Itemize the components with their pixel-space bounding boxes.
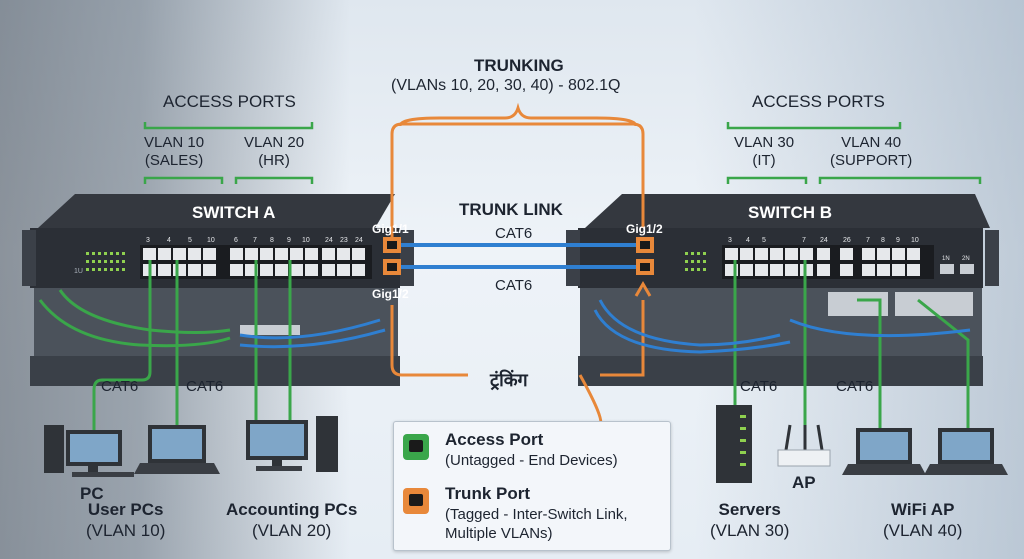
trunking-subtitle: (VLANs 10, 20, 30, 40) - 802.1Q xyxy=(391,77,621,94)
pc-device xyxy=(44,425,134,477)
sfp-label: 2N xyxy=(962,256,970,262)
ap-device xyxy=(777,424,831,467)
port-label: 5 xyxy=(188,237,192,244)
ap-label: AP xyxy=(792,473,816,492)
cat6-label-pc: CAT6 xyxy=(101,378,139,395)
cat6-label-trunk-2: CAT6 xyxy=(495,277,533,294)
port-label: 3 xyxy=(146,237,150,244)
legend-access-title: Access Port xyxy=(445,430,544,449)
accounting-pcs-label: Accounting PCs(VLAN 20) xyxy=(226,500,358,540)
sfp-label: 1N xyxy=(942,256,950,262)
port-label: 7 xyxy=(802,237,806,244)
legend: Access Port (Untagged - End Devices) Tru… xyxy=(393,421,671,551)
cat6-label-servers: CAT6 xyxy=(740,378,778,395)
port-label: 10 xyxy=(207,237,215,244)
port-label: 24 xyxy=(820,237,828,244)
trunking-path xyxy=(390,122,652,427)
access-brackets xyxy=(143,122,982,184)
port-label: 8 xyxy=(881,237,885,244)
switch-b-access-ports-label: ACCESS PORTS xyxy=(752,92,885,111)
legend-trunk-desc2: Multiple VLANs) xyxy=(445,525,553,542)
port-label: 6 xyxy=(234,237,238,244)
port-label: 4 xyxy=(167,237,171,244)
cat6-label-user-pc: CAT6 xyxy=(186,378,224,395)
port-label: 23 xyxy=(340,237,348,244)
port-label: 5 xyxy=(762,237,766,244)
trunk-link-cables xyxy=(401,243,636,269)
wifi-laptop-2 xyxy=(924,428,1008,475)
port-label: 7 xyxy=(866,237,870,244)
legend-trunk-title: Trunk Port xyxy=(445,484,531,503)
server-device xyxy=(716,405,752,483)
cat6-label-trunk-1: CAT6 xyxy=(495,225,533,242)
port-label: 10 xyxy=(302,237,310,244)
servers-label: Servers(VLAN 30) xyxy=(710,500,790,540)
user-pcs-label: User PCs(VLAN 10) xyxy=(86,500,166,540)
switch-b-title: SWITCH B xyxy=(748,203,833,222)
switch-a-gig1-1-label: Gig1/1 xyxy=(372,222,409,236)
port-label: 24 xyxy=(355,237,363,244)
wifi-laptop-1 xyxy=(842,428,926,475)
user-pc-laptop xyxy=(134,425,220,474)
wifi-ap-label: WiFi AP(VLAN 40) xyxy=(883,500,963,540)
port-label: 3 xyxy=(728,237,732,244)
trunk-link-label: TRUNK LINK xyxy=(459,200,563,219)
legend-access-desc: (Untagged - End Devices) xyxy=(445,452,618,469)
port-label: 8 xyxy=(270,237,274,244)
vlan-30-label: VLAN 30(IT) xyxy=(734,134,795,169)
switch-a-title: SWITCH A xyxy=(192,203,276,222)
port-label: 4 xyxy=(746,237,750,244)
pc-label: PC xyxy=(80,484,104,503)
trunking-hindi-label: ट्रंकिंग xyxy=(490,370,528,391)
port-label: 24 xyxy=(325,237,333,244)
port-label: 26 xyxy=(843,237,851,244)
legend-trunk-desc1: (Tagged - Inter-Switch Link, xyxy=(445,506,628,523)
switch-b-gig1-2-label: Gig1/2 xyxy=(626,222,663,236)
switch-a-access-ports-label: ACCESS PORTS xyxy=(163,92,296,111)
access-cables xyxy=(38,260,970,430)
accounting-pc xyxy=(246,416,338,472)
port-label: 9 xyxy=(287,237,291,244)
trunking-title: TRUNKING xyxy=(474,56,564,75)
cat6-label-wifi: CAT6 xyxy=(836,378,874,395)
switch-a-gig1-2-label: Gig1/2 xyxy=(372,287,409,301)
port-label: 10 xyxy=(911,237,919,244)
port-label: 7 xyxy=(253,237,257,244)
blue-cable-bundles xyxy=(239,299,971,354)
vlan-20-label: VLAN 20(HR) xyxy=(244,134,305,169)
trunk-port-icon xyxy=(403,488,429,514)
vlan-10-label: VLAN 10(SALES) xyxy=(144,134,205,169)
trunking-brace xyxy=(398,102,638,127)
rack-unit-label: 1U xyxy=(74,268,83,275)
access-port-icon xyxy=(403,434,429,460)
vlan-40-label: VLAN 40(SUPPORT) xyxy=(830,134,913,169)
port-label: 9 xyxy=(896,237,900,244)
